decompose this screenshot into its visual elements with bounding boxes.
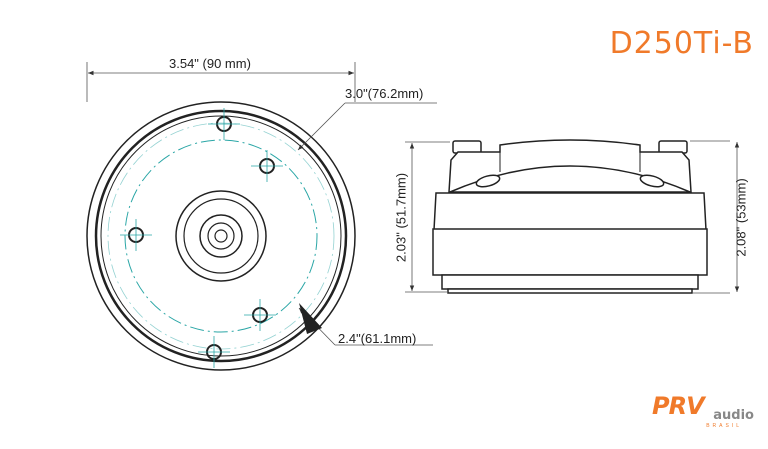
logo-country: BRASIL — [706, 423, 742, 429]
total-height-dimension: 2.08" (53mm) — [733, 178, 749, 257]
bolt-circle-dimension: 3.0"(76.2mm) — [345, 86, 424, 101]
prv-audio-logo: PRV audio BRASIL — [652, 392, 756, 432]
front-view — [86, 101, 356, 371]
width-dimension: 3.54" (90 mm) — [169, 56, 251, 71]
body-height-dimension: 2.03" (51.7mm) — [393, 172, 409, 263]
model-title: D250Ti-B — [609, 26, 754, 61]
logo-brand: PRV — [652, 392, 705, 420]
logo-sub: audio — [713, 408, 754, 423]
side-view — [432, 139, 708, 294]
inner-circle-dimension: 2.4"(61.1mm) — [338, 331, 417, 346]
